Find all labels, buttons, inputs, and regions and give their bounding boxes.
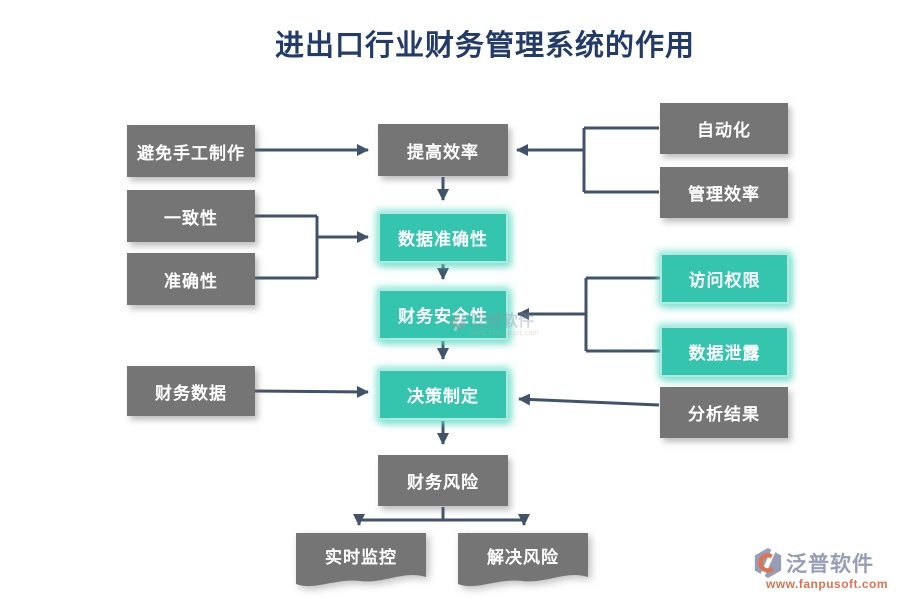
node-financial-risk: 财务风险 <box>378 455 508 506</box>
node-label: 数据泄露 <box>688 344 761 363</box>
watermark-brand: 泛普软件 <box>470 313 535 330</box>
document-shape-icon <box>296 533 426 587</box>
node-label: 自动化 <box>697 121 751 140</box>
node-label: 决策制定 <box>407 387 479 406</box>
node-label: 避免手工制作 <box>137 143 245 163</box>
node-label: 解决风险 <box>487 548 559 567</box>
watermark-url: www.fanpusoft.com <box>470 330 540 337</box>
node-automation: 自动化 <box>660 103 788 154</box>
page-title: 进出口行业财务管理系统的作用 <box>274 30 695 62</box>
document-shape-icon <box>458 533 588 587</box>
node-analysis-result: 分析结果 <box>660 387 788 438</box>
node-realtime-monitoring: 实时监控 <box>296 533 426 591</box>
fanpu-logo-icon <box>754 547 782 579</box>
node-risk-resolution: 解决风险 <box>458 533 588 591</box>
node-consistency: 一致性 <box>127 190 255 242</box>
node-label: 财务安全性 <box>398 307 488 326</box>
node-label: 管理效率 <box>688 185 760 204</box>
node-financial-data: 财务数据 <box>127 366 255 416</box>
node-label: 财务风险 <box>407 473 479 492</box>
brand-logo: 泛普软件 www.fanpusoft.com <box>752 547 888 591</box>
node-label: 实时监控 <box>325 548 397 567</box>
node-decision-making: 决策制定 <box>378 369 508 420</box>
fanpu-logo-icon <box>451 314 466 331</box>
node-label: 提高效率 <box>407 142 479 162</box>
node-financial-security: 财务安全性 <box>378 289 508 340</box>
node-label: 一致性 <box>164 208 218 228</box>
node-improve-efficiency: 提高效率 <box>378 124 508 176</box>
node-access-control: 访问权限 <box>660 253 789 304</box>
node-label: 准确性 <box>164 271 218 291</box>
node-avoid-manual-work: 避免手工制作 <box>127 125 255 177</box>
brand-website: www.fanpusoft.com <box>766 577 889 591</box>
node-management-efficiency: 管理效率 <box>660 167 788 218</box>
node-label: 财务数据 <box>155 383 227 403</box>
node-label: 数据准确性 <box>398 230 488 249</box>
node-data-leakage: 数据泄露 <box>660 326 789 377</box>
node-accuracy: 准确性 <box>127 253 255 305</box>
node-data-accuracy: 数据准确性 <box>378 212 508 263</box>
node-label: 分析结果 <box>688 405 760 424</box>
node-label: 访问权限 <box>688 271 761 290</box>
watermark: 泛普软件 www.fanpusoft.com <box>450 314 539 337</box>
brand-name: 泛普软件 <box>786 553 874 576</box>
